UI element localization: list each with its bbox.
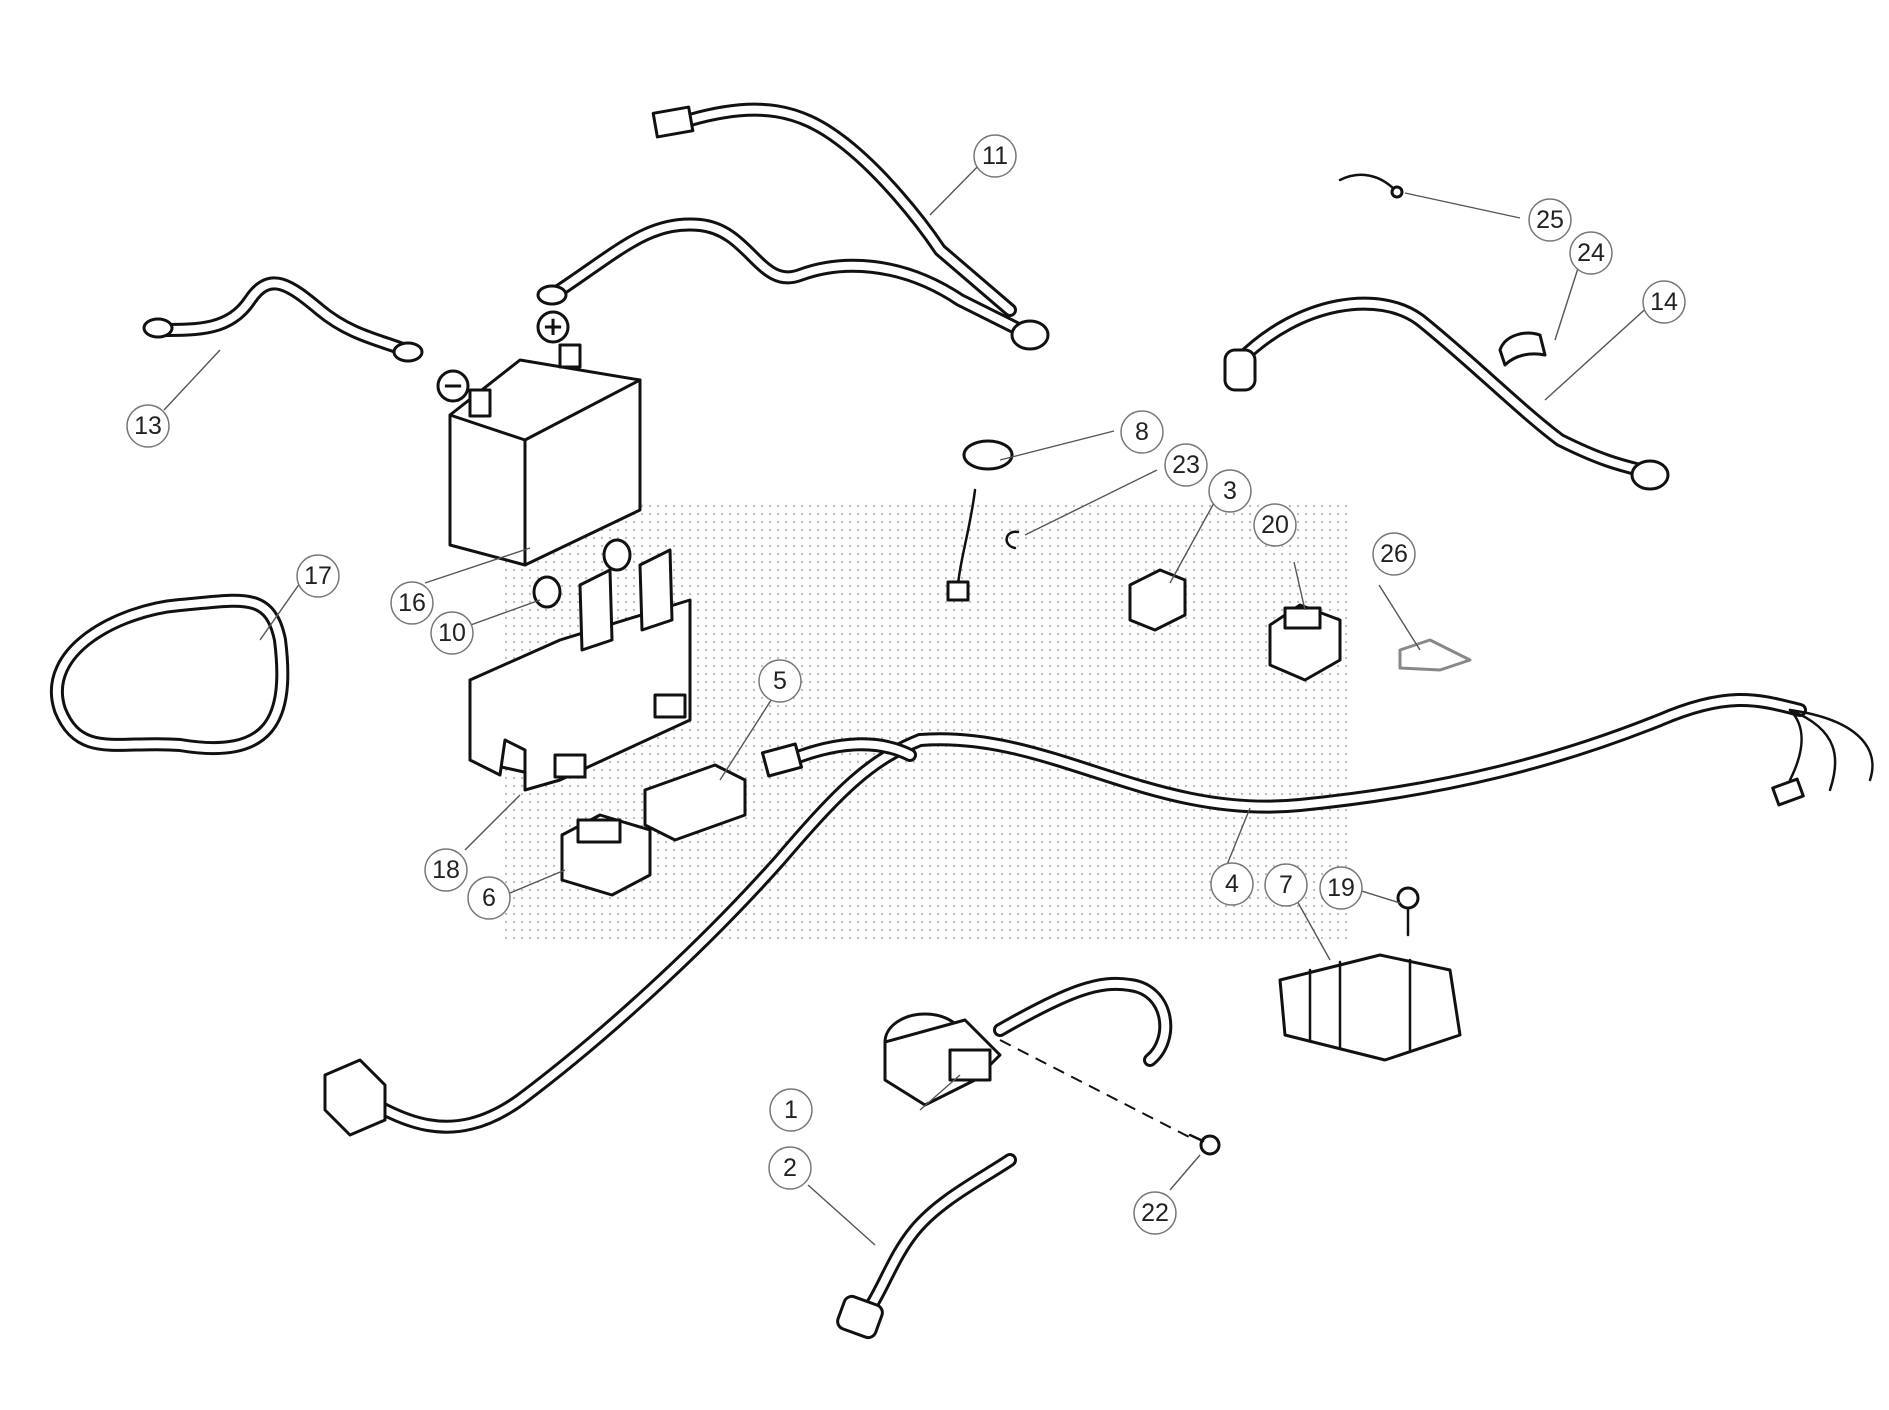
callout-24: 24	[1569, 231, 1613, 275]
relay-6	[560, 813, 652, 897]
clip-23	[1005, 530, 1020, 550]
callout-13-label: 13	[134, 412, 162, 440]
positive-cable-11	[536, 102, 1050, 351]
ht-lead-2	[836, 1153, 1017, 1340]
battery: + −	[436, 310, 642, 567]
callout-7: 7	[1264, 863, 1308, 907]
sensor-8	[946, 439, 1014, 602]
callout-25-label: 25	[1536, 206, 1564, 234]
callout-10: 10	[430, 611, 474, 655]
callout-14: 14	[1642, 280, 1686, 324]
callout-8: 8	[1120, 410, 1164, 454]
callout-3-label: 3	[1223, 477, 1237, 505]
callout-22-label: 22	[1141, 1199, 1169, 1227]
positive-terminal-sign: +	[542, 312, 564, 342]
callout-16: 16	[390, 581, 434, 625]
callout-19-label: 19	[1327, 874, 1355, 902]
callout-26-label: 26	[1380, 540, 1408, 568]
callout-1: 1	[769, 1088, 813, 1132]
callout-2-label: 2	[783, 1154, 797, 1182]
callout-11: 11	[973, 134, 1017, 178]
callout-17: 17	[296, 554, 340, 598]
switch-3	[1128, 568, 1187, 632]
bolt-19	[1396, 886, 1420, 937]
callout-16-label: 16	[398, 589, 426, 617]
main-harness-4	[323, 693, 1874, 1137]
small-lead-25	[1338, 173, 1404, 199]
callout-18: 18	[424, 848, 468, 892]
callout-24-label: 24	[1577, 239, 1605, 267]
callout-25: 25	[1528, 198, 1572, 242]
callout-26: 26	[1372, 532, 1416, 576]
ignition-coil-1	[883, 976, 1173, 1107]
callout-2: 2	[768, 1146, 812, 1190]
callout-11-label: 11	[982, 142, 1008, 170]
callout-6: 6	[467, 876, 511, 920]
callout-20: 20	[1253, 503, 1297, 547]
rubber-bushings-10	[532, 538, 632, 609]
relay-20	[1268, 603, 1342, 682]
ground-cable-13	[142, 276, 424, 363]
callout-10-label: 10	[438, 619, 466, 647]
callout-7-label: 7	[1279, 871, 1293, 899]
cap-26	[1398, 638, 1472, 672]
callout-22: 22	[1133, 1191, 1177, 1235]
callout-6-label: 6	[482, 884, 496, 912]
callout-13: 13	[126, 404, 170, 448]
callout-4-label: 4	[1225, 870, 1239, 898]
callout-20-label: 20	[1261, 511, 1289, 539]
callout-5-label: 5	[773, 667, 787, 695]
bolt-22	[1188, 1133, 1221, 1156]
leader-lines	[163, 155, 1653, 1246]
callout-19: 19	[1319, 866, 1363, 910]
regulator-7	[1278, 953, 1462, 1062]
callout-1-label: 1	[784, 1096, 798, 1124]
callout-4: 4	[1210, 862, 1254, 906]
cable-14	[1223, 296, 1670, 491]
callout-5: 5	[758, 659, 802, 703]
battery-tray-18	[468, 548, 692, 792]
cable-clip-24	[1498, 331, 1547, 367]
fuse-box-5	[643, 763, 747, 842]
mounting-dashline	[999, 1039, 1196, 1141]
loop-wire-17	[50, 593, 290, 756]
callout-18-label: 18	[432, 856, 460, 884]
callout-14-label: 14	[1650, 288, 1678, 316]
callout-23-label: 23	[1172, 451, 1200, 479]
callout-17-label: 17	[304, 562, 332, 590]
callout-23: 23	[1164, 443, 1208, 487]
negative-terminal-sign: −	[442, 371, 464, 401]
callout-3: 3	[1208, 469, 1252, 513]
callout-8-label: 8	[1135, 418, 1149, 446]
